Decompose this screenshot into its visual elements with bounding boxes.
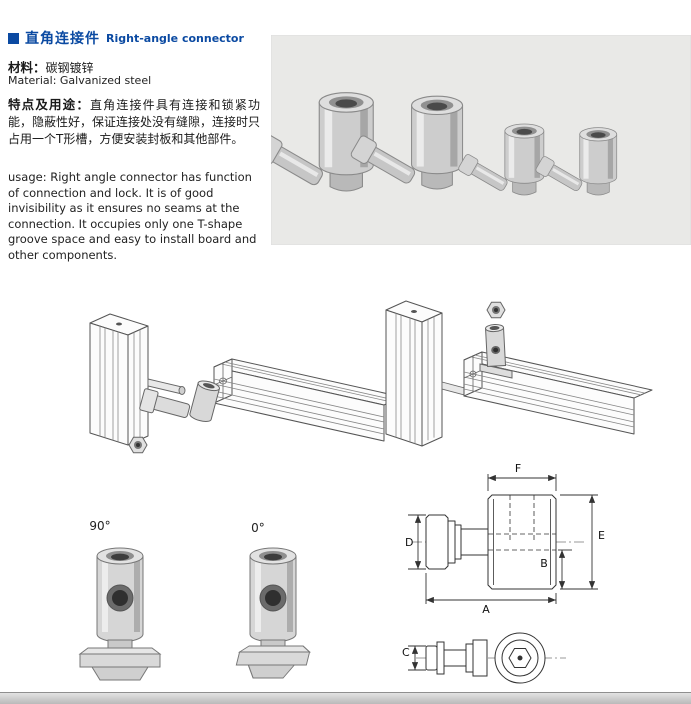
view-0-drawing bbox=[235, 547, 311, 679]
view-0-label: 0° bbox=[251, 521, 265, 535]
connector-part bbox=[479, 324, 513, 379]
t-head-outline bbox=[425, 514, 449, 570]
section-header: 直角连接件 Right-angle connector bbox=[8, 28, 244, 48]
page-title-en: Right-angle connector bbox=[106, 31, 244, 45]
dim-label-f: F bbox=[515, 462, 521, 475]
dim-label-d: D bbox=[405, 536, 413, 549]
material-line-en: Material: Galvanized steel bbox=[8, 74, 152, 87]
connector-part bbox=[139, 380, 221, 422]
view-90-drawing bbox=[78, 547, 162, 681]
view-90-label: 90° bbox=[89, 519, 111, 533]
assembly-illustration-left bbox=[89, 313, 403, 454]
body-outline bbox=[487, 494, 557, 590]
material-value: 碳钢镀锌 bbox=[45, 61, 94, 75]
dim-label-a: A bbox=[482, 603, 490, 616]
product-photo-panel bbox=[271, 35, 691, 245]
page-title-cn: 直角连接件 bbox=[25, 31, 100, 47]
usage-paragraph-en: usage: Right angle connector has functio… bbox=[8, 170, 257, 262]
nut-part bbox=[486, 301, 506, 319]
assembly-illustration-right bbox=[385, 300, 653, 447]
dimension-drawing: F E B D A C bbox=[402, 462, 605, 684]
features-label: 特点及用途： bbox=[8, 97, 90, 112]
features-text: 直角连接件具有连接和锁紧功能，隐蔽性好，保证连接处没有缝隙，连接时只占用一个T形… bbox=[8, 98, 261, 146]
footer-bar bbox=[0, 692, 691, 704]
material-line: 材料：碳钢镀锌 bbox=[8, 57, 94, 76]
material-label: 材料： bbox=[8, 60, 46, 75]
features-paragraph: 特点及用途：直角连接件具有连接和锁紧功能，隐蔽性好，保证连接处没有缝隙，连接时只… bbox=[8, 96, 260, 148]
dim-label-b: B bbox=[540, 557, 548, 570]
nut-part bbox=[128, 436, 148, 454]
section-bullet-icon bbox=[8, 32, 19, 44]
vertical-profile bbox=[89, 313, 149, 446]
locating-pin bbox=[147, 378, 186, 395]
dim-label-c: C bbox=[402, 646, 410, 659]
dim-label-e: E bbox=[598, 529, 605, 542]
